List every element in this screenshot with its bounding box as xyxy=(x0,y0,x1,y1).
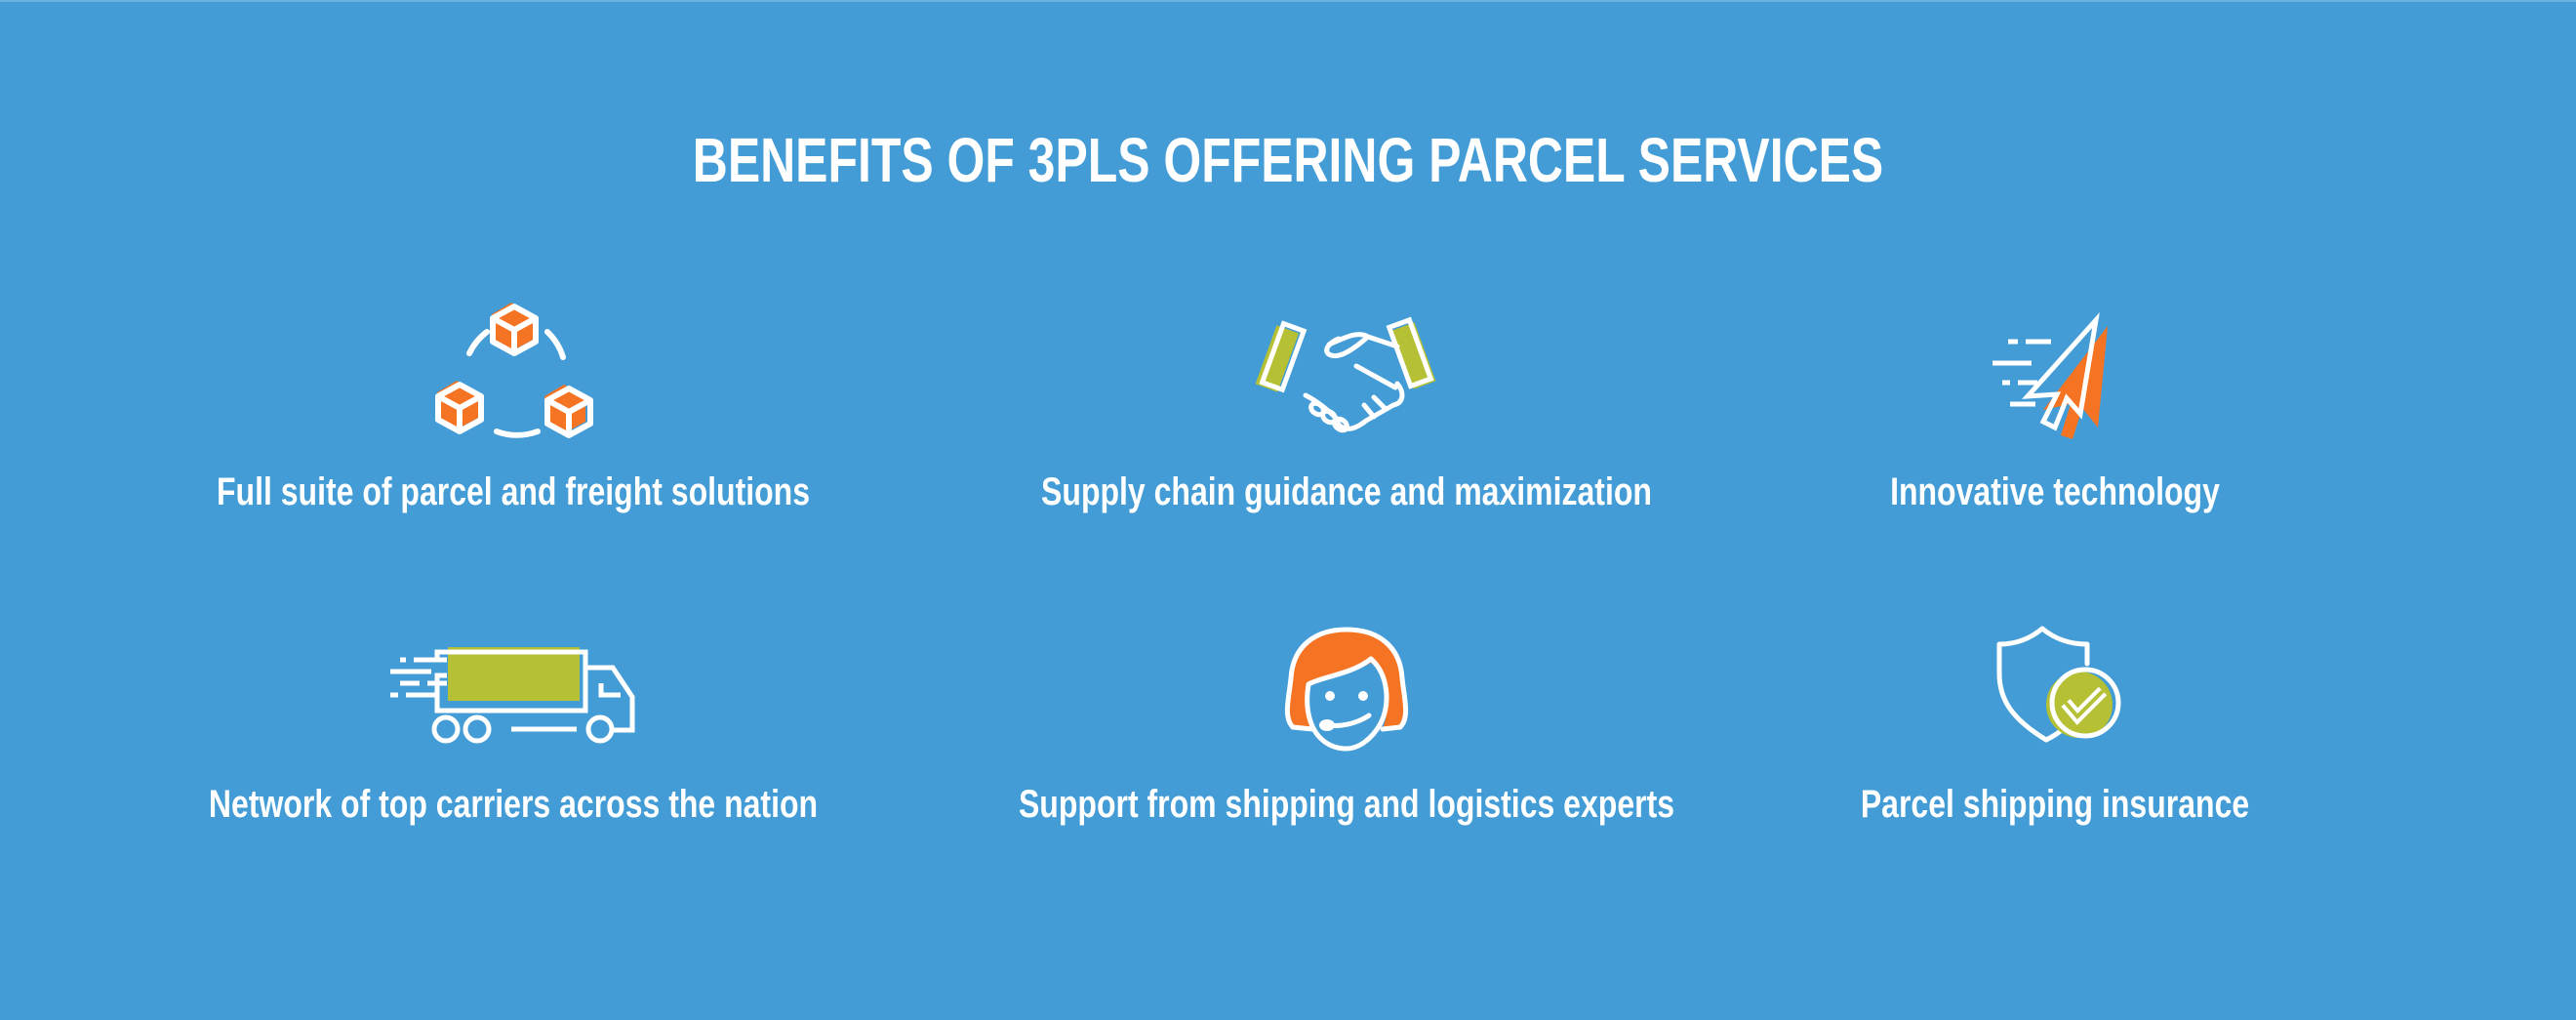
shield-check-icon xyxy=(1996,626,2121,743)
benefit-label: Support from shipping and logistics expe… xyxy=(1018,783,1675,826)
page-title: BENEFITS OF 3PLS OFFERING PARCEL SERVICE… xyxy=(692,125,1884,195)
benefit-item: Supply chain guidance and maximization xyxy=(917,283,1776,527)
benefit-label: Innovative technology xyxy=(1890,470,2220,513)
benefit-label: Parcel shipping insurance xyxy=(1860,783,2250,826)
delivery-truck-icon xyxy=(390,647,635,744)
benefit-label: Supply chain guidance and maximization xyxy=(1041,470,1652,513)
benefit-item: Parcel shipping insurance xyxy=(1626,605,2484,849)
benefit-label: Full suite of parcel and freight solutio… xyxy=(216,470,811,513)
benefit-item: Full suite of parcel and freight solutio… xyxy=(84,283,943,527)
benefit-item: Support from shipping and logistics expe… xyxy=(917,605,1776,849)
benefit-item: Innovative technology xyxy=(1626,283,2484,527)
benefit-label: Network of top carriers across the natio… xyxy=(208,783,819,826)
boxes-cycle-icon xyxy=(435,303,593,438)
benefit-item: Network of top carriers across the natio… xyxy=(84,605,943,849)
top-border xyxy=(0,0,2576,2)
handshake-icon xyxy=(1255,316,1436,433)
cursor-arrow-icon xyxy=(1992,312,2108,439)
support-agent-icon xyxy=(1284,627,1409,752)
